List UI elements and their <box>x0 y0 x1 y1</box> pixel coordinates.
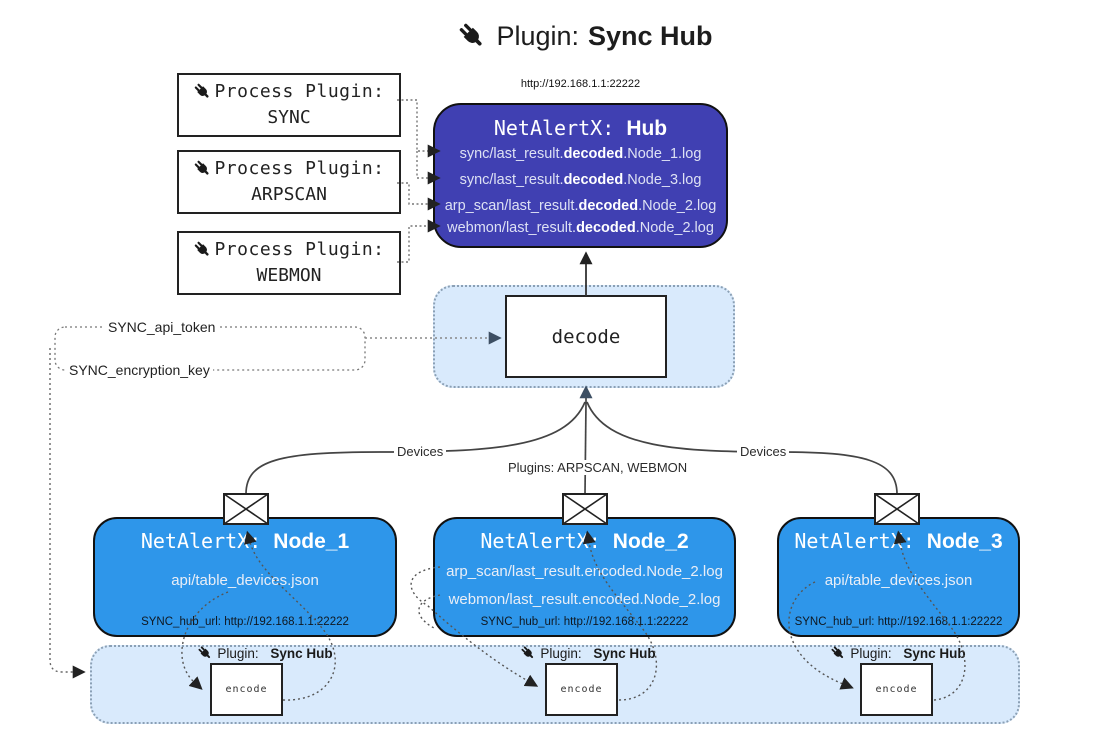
hub-title: NetAlertX: Hub <box>435 116 726 141</box>
node-hub-url: SYNC_hub_url: http://192.168.1.1:22222 <box>794 616 1003 628</box>
node-log-line: api/table_devices.json <box>824 572 973 589</box>
node-box-2: NetAlertX: Node_2 arp_scan/last_result.e… <box>433 517 736 637</box>
node-title: NetAlertX: Node_3 <box>794 529 1003 553</box>
edge-label-devices-right: Devices <box>737 444 790 459</box>
plug-icon <box>193 240 212 259</box>
encode-label: encode <box>875 684 918 695</box>
hub-log-line: webmon/last_result.decoded.Node_2.log <box>447 220 714 236</box>
encode-label: encode <box>560 684 603 695</box>
plug-icon <box>457 21 487 51</box>
sync-api-token-label: SYNC_api_token <box>105 319 219 335</box>
title-name: Sync Hub <box>588 20 713 51</box>
process-plugin-label: Process Plugin: <box>214 80 385 102</box>
encoder-plugin-label: Plugin: Sync Hub <box>818 644 978 662</box>
title-prefix: Plugin: <box>496 20 580 51</box>
encode-label: encode <box>225 684 268 695</box>
hub-log-line: sync/last_result.decoded.Node_1.log <box>459 146 702 162</box>
edge-label-plugins: Plugins: ARPSCAN, WEBMON <box>505 460 687 475</box>
plug-icon <box>197 645 213 661</box>
hub-box: NetAlertX: Hub sync/last_result.decoded.… <box>433 103 728 248</box>
process-plugin-name: ARPSCAN <box>251 184 327 205</box>
encode-box-1: encode <box>210 663 283 716</box>
connector-process-to-hub <box>397 99 441 263</box>
node-hub-url: SYNC_hub_url: http://192.168.1.1:22222 <box>141 616 349 628</box>
process-plugin-box-sync: Process Plugin: SYNC <box>177 73 401 137</box>
hub-title-prefix: NetAlertX: <box>493 116 615 140</box>
plug-icon <box>193 82 212 101</box>
node-log-line: arp_scan/last_result.encoded.Node_2.log <box>446 563 723 580</box>
hub-log-line: sync/last_result.decoded.Node_3.log <box>459 172 702 188</box>
hub-log-line: arp_scan/last_result.decoded.Node_2.log <box>444 198 717 214</box>
node-box-1: NetAlertX: Node_1 api/table_devices.json… <box>93 517 397 637</box>
plug-icon <box>830 645 846 661</box>
process-plugin-name: WEBMON <box>256 265 322 286</box>
hub-url-label: http://192.168.1.1:22222 <box>520 78 641 90</box>
node-title: NetAlertX: Node_1 <box>140 529 350 553</box>
node-title: NetAlertX: Node_2 <box>480 529 689 553</box>
edge-label-devices-left: Devices <box>394 444 447 459</box>
connector-nodes-to-decode <box>245 385 898 495</box>
node-log-line: api/table_devices.json <box>171 572 319 589</box>
sync-encryption-key-label: SYNC_encryption_key <box>66 362 213 378</box>
process-plugin-name: SYNC <box>267 107 311 128</box>
encode-box-3: encode <box>860 663 933 716</box>
process-plugin-box-arpscan: Process Plugin: ARPSCAN <box>177 150 401 214</box>
hub-title-name: Hub <box>626 117 668 140</box>
encode-box-2: encode <box>545 663 618 716</box>
plug-icon <box>520 645 536 661</box>
encoder-plugin-label: Plugin: Sync Hub <box>185 644 345 662</box>
process-plugin-label: Process Plugin: <box>214 238 385 260</box>
decode-label: decode <box>551 325 621 348</box>
process-plugin-label: Process Plugin: <box>214 157 385 179</box>
diagram-title: Plugin: Sync Hub <box>360 16 810 56</box>
node-box-3: NetAlertX: Node_3 api/table_devices.json… <box>777 517 1020 637</box>
decode-box: decode <box>505 295 667 378</box>
plug-icon <box>193 159 212 178</box>
encoder-plugin-label: Plugin: Sync Hub <box>508 644 668 662</box>
process-plugin-box-webmon: Process Plugin: WEBMON <box>177 231 401 295</box>
node-log-line: webmon/last_result.encoded.Node_2.log <box>448 591 721 608</box>
node-hub-url: SYNC_hub_url: http://192.168.1.1:22222 <box>480 616 689 628</box>
